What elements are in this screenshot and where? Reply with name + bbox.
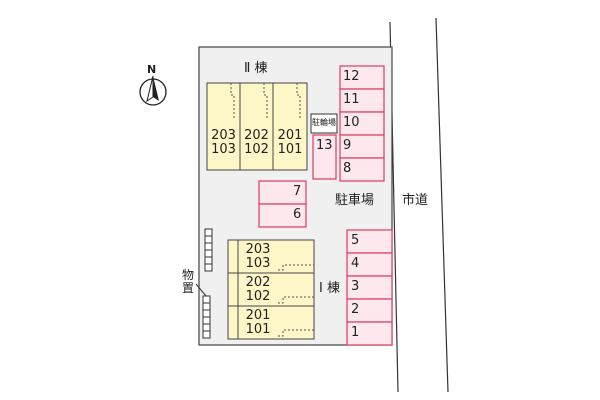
parking-area-label: 駐車場 — [335, 193, 375, 208]
parking-space-1 — [346, 321, 393, 346]
parking-space-6-label: 6 — [293, 207, 302, 222]
unit-number: 202 — [245, 275, 271, 290]
storage-rack-lower — [202, 295, 211, 339]
building-1 — [227, 239, 315, 340]
unit-label: 201 101 — [273, 129, 307, 157]
unit-number: 101 — [277, 142, 303, 157]
unit-label: 203 103 — [207, 129, 240, 157]
building-1-name: Ⅰ 棟 — [319, 281, 340, 296]
parking-space-9-label: 9 — [343, 138, 352, 153]
parking-space-13-label: 13 — [316, 138, 333, 153]
parking-space-3-label: 3 — [351, 279, 360, 294]
parking-space-10-label: 10 — [343, 115, 360, 130]
parking-space-11-label: 11 — [343, 92, 360, 107]
parking-space-1-label: 1 — [351, 325, 360, 340]
unit-number: 201 — [245, 308, 271, 323]
unit-label: 202 102 — [240, 129, 273, 157]
unit-label: 201 101 — [241, 309, 275, 337]
storage-leader-line — [195, 283, 207, 297]
storage-label: 物置 — [181, 268, 194, 295]
unit-number: 102 — [244, 142, 269, 157]
parking-space-4-label: 4 — [351, 256, 360, 271]
unit-number: 102 — [245, 289, 271, 304]
parking-space-8 — [339, 157, 385, 182]
unit-number: 201 — [277, 128, 303, 143]
unit-number: 203 — [245, 242, 271, 257]
road-edge-right — [435, 17, 449, 393]
building-2 — [206, 82, 308, 171]
bicycle-parking-label: 駐輪場 — [312, 118, 336, 127]
parking-space-2-label: 2 — [351, 302, 360, 317]
unit-number: 203 — [211, 128, 236, 143]
unit-label: 203 103 — [241, 243, 275, 271]
storage-rack-upper — [204, 228, 213, 272]
north-label: N — [147, 63, 157, 76]
parking-space-8-label: 8 — [343, 161, 352, 176]
building-2-name: Ⅱ 棟 — [244, 61, 268, 76]
bicycle-parking — [310, 113, 338, 134]
parking-space-12-label: 12 — [343, 69, 360, 84]
parking-space-13 — [312, 134, 337, 180]
parking-space-5-label: 5 — [351, 233, 360, 248]
unit-number: 202 — [244, 128, 269, 143]
parking-space-6 — [258, 203, 307, 228]
road-label: 市道 — [402, 193, 429, 208]
unit-number: 103 — [211, 142, 236, 157]
parking-space-7-label: 7 — [293, 184, 302, 199]
unit-number: 103 — [245, 256, 271, 271]
north-arrow-icon — [139, 75, 167, 106]
unit-label: 202 102 — [241, 276, 275, 304]
unit-number: 101 — [245, 322, 271, 337]
